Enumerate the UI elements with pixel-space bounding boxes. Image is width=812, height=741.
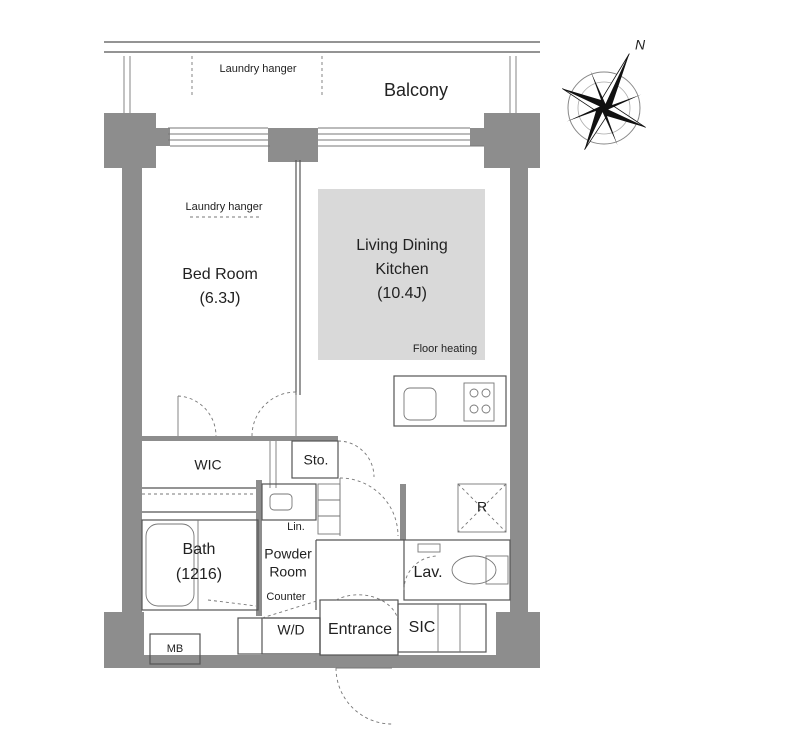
lavatory-label: Lav. [413, 564, 442, 581]
hall-door-swing [339, 477, 399, 537]
compass-icon [562, 53, 646, 150]
bath-room [141, 519, 259, 611]
sic-label: SIC [409, 619, 436, 636]
entrance-inner-door-swing [335, 594, 399, 621]
balcony-windows [168, 127, 484, 147]
entrance-label: Entrance [328, 621, 392, 638]
storage-label: Sto. [304, 452, 329, 468]
balcony-label: Balcony [384, 80, 448, 100]
powder-room-label-line2: Room [269, 564, 306, 580]
bedroom-size: (6.3J) [200, 290, 241, 307]
floor-heating-area [318, 189, 485, 360]
balcony-area [104, 41, 540, 118]
bath-label: Bath [183, 541, 216, 558]
powder-room-label-line1: Powder [264, 546, 312, 562]
lavatory-room [403, 539, 511, 601]
storage-room [291, 440, 339, 479]
meter-box [149, 633, 201, 665]
front-door-swing [335, 667, 393, 725]
refrigerator-label: R [477, 499, 487, 515]
bedroom-doors [177, 391, 297, 437]
bedroom-label: Bed Room [182, 266, 258, 283]
floor-heating-label: Floor heating [413, 343, 477, 355]
bedroom-laundry-hanger-label: Laundry hanger [185, 201, 262, 213]
washer-dryer-label: W/D [277, 622, 304, 638]
ldk-label-line2: Kitchen [375, 261, 428, 278]
bath-size: (1216) [176, 566, 222, 583]
ldk-label-line1: Living Dining [356, 237, 448, 254]
wic-room [142, 441, 277, 513]
refrigerator-space [457, 483, 507, 533]
storage-door-swing [337, 440, 375, 478]
linen-label: Lin. [287, 521, 305, 533]
balcony-laundry-hanger-label: Laundry hanger [219, 63, 296, 75]
ldk-size: (10.4J) [377, 285, 427, 302]
bedroom-bottom-wall [142, 436, 338, 441]
outer-walls [104, 113, 540, 668]
wic-label: WIC [194, 457, 221, 473]
sic-closet [397, 603, 487, 653]
compass-north-label: N [635, 37, 646, 53]
linen-cabinet [261, 483, 317, 521]
meter-box-label: MB [167, 643, 184, 655]
kitchen-counter [393, 375, 507, 427]
counter-label: Counter [266, 591, 305, 603]
